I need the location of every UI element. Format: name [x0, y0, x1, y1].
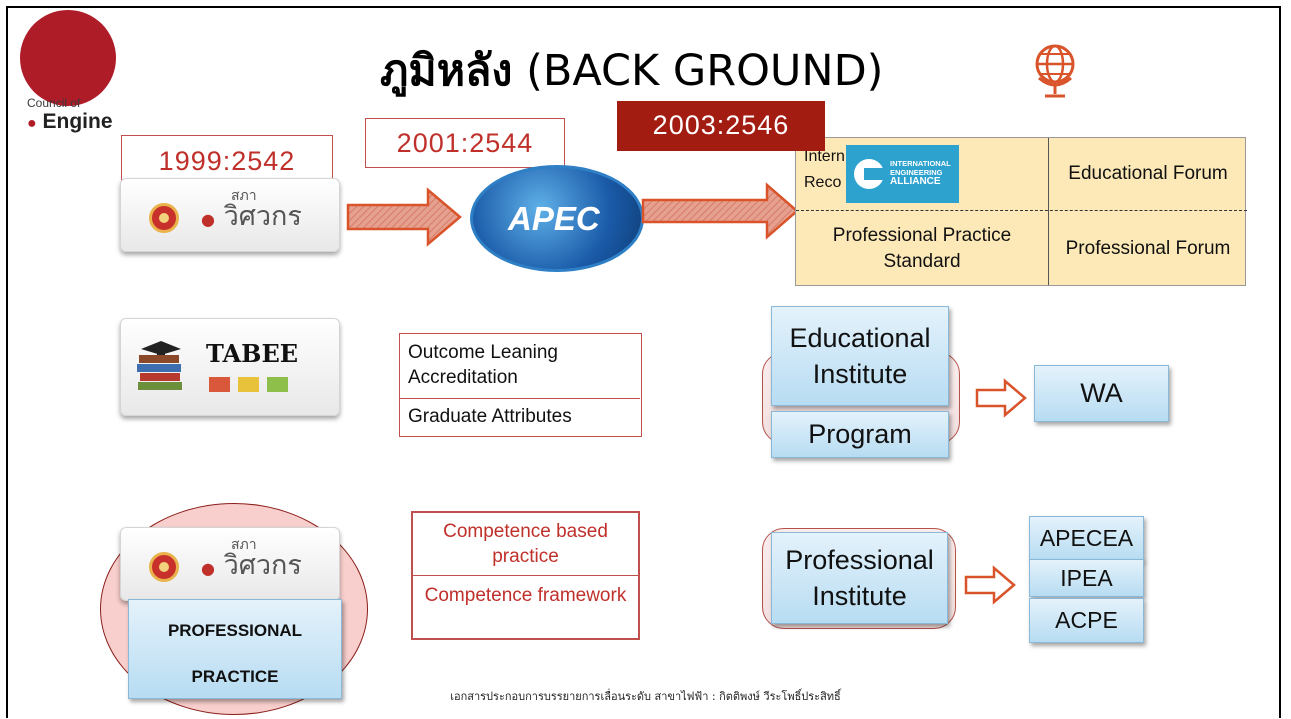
iea-logo-icon — [854, 159, 884, 189]
books-icon — [137, 341, 182, 390]
outcome-line-2: Accreditation — [408, 367, 518, 388]
year-2003: 2003:2546 — [617, 101, 825, 151]
seal-icon — [149, 203, 179, 233]
title-english: (BACK GROUND) — [526, 46, 884, 96]
professional-practice-box: PROFESSIONAL PRACTICE — [128, 599, 342, 699]
council-logo-text: Engine — [42, 110, 113, 133]
council-logo-line1: Council of — [27, 96, 81, 110]
program-box: Program — [771, 411, 949, 458]
engineer-council-name-2: สภา● วิศวกร — [201, 537, 302, 581]
iea-cell-top-left-2: Reco — [804, 174, 842, 191]
competence-box: Competence based practice Competence fra… — [411, 511, 640, 640]
iea-table-divider — [1048, 138, 1049, 285]
seal-icon — [149, 552, 179, 582]
engineer-council-logo: สภา● วิศวกร — [120, 178, 340, 252]
iea-badge-text: INTERNATIONAL ENGINEERING ALLIANCE — [890, 159, 951, 187]
competence-divider — [413, 575, 638, 576]
competence-item-2: Competence framework — [424, 585, 627, 606]
apec-label: APEC — [508, 200, 600, 237]
tabee-logo: TABEE — [120, 318, 340, 416]
engineer-council-logo-2: สภา● วิศวกร — [120, 527, 340, 601]
wa-box: WA — [1034, 365, 1169, 422]
council-logo-circle — [20, 10, 116, 106]
outcome-box: Outcome Leaning Accreditation Graduate A… — [399, 333, 642, 437]
year-2001: 2001:2544 — [365, 118, 565, 168]
outcome-text: Outcome Leaning Accreditation — [408, 340, 558, 390]
page-title: ภูมิหลัง (BACK GROUND) — [380, 36, 883, 104]
iea-table-dashed-divider — [796, 210, 1247, 211]
arrow-right-icon — [964, 565, 1016, 605]
engineer-council-large-2: วิศวกร — [223, 550, 302, 581]
apecea-box: APECEA — [1029, 516, 1144, 561]
outcome-line-1: Outcome Leaning — [408, 342, 558, 363]
iea-table: Intern Reco Educational Forum Profession… — [795, 137, 1247, 286]
acpe-box: ACPE — [1029, 598, 1144, 643]
arrow-right-icon — [975, 378, 1027, 418]
engineer-council-large: วิศวกร — [223, 201, 302, 232]
slide-frame — [6, 6, 1281, 718]
apec-logo — [470, 165, 644, 272]
graduate-attributes: Graduate Attributes — [408, 406, 572, 427]
tabee-label: TABEE — [206, 339, 299, 368]
arrow-right-icon — [346, 187, 462, 247]
tabee-square-red — [209, 377, 230, 392]
engineer-council-small-2: สภา — [231, 537, 257, 553]
council-logo-line2: ● Engine — [27, 110, 113, 133]
engineer-council-name: สภา● วิศวกร — [201, 188, 302, 232]
globe-icon — [1035, 44, 1075, 98]
iea-alliance-badge: INTERNATIONAL ENGINEERING ALLIANCE — [846, 145, 959, 203]
arrow-right-icon — [641, 182, 799, 240]
iea-badge-line-3: ALLIANCE — [890, 176, 941, 187]
tabee-square-yellow — [238, 377, 259, 392]
outcome-divider — [400, 398, 640, 399]
iea-cell-professional-forum: Professional Forum — [1065, 238, 1231, 259]
title-thai: ภูมิหลัง — [380, 46, 513, 96]
iea-cell-educational-forum: Educational Forum — [1068, 163, 1228, 184]
iea-badge-line-1: INTERNATIONAL — [890, 159, 951, 168]
competence-item-1: Competence based practice — [443, 521, 608, 567]
iea-badge-line-2: ENGINEERING — [890, 168, 943, 177]
footer-text: เอกสารประกอบการบรรยายการเลื่อนระดับ สาขา… — [450, 690, 841, 703]
tabee-square-green — [267, 377, 288, 392]
professional-institute-box: Professional Institute — [771, 532, 948, 624]
engineer-council-small: สภา — [231, 188, 257, 204]
ipea-box: IPEA — [1029, 559, 1144, 597]
educational-institute-box: Educational Institute — [771, 306, 949, 406]
iea-cell-practice-standard: Professional Practice Standard — [832, 225, 1012, 272]
iea-cell-top-left-1: Intern — [804, 148, 845, 165]
iea-cell-top-left: Intern Reco — [804, 144, 864, 206]
